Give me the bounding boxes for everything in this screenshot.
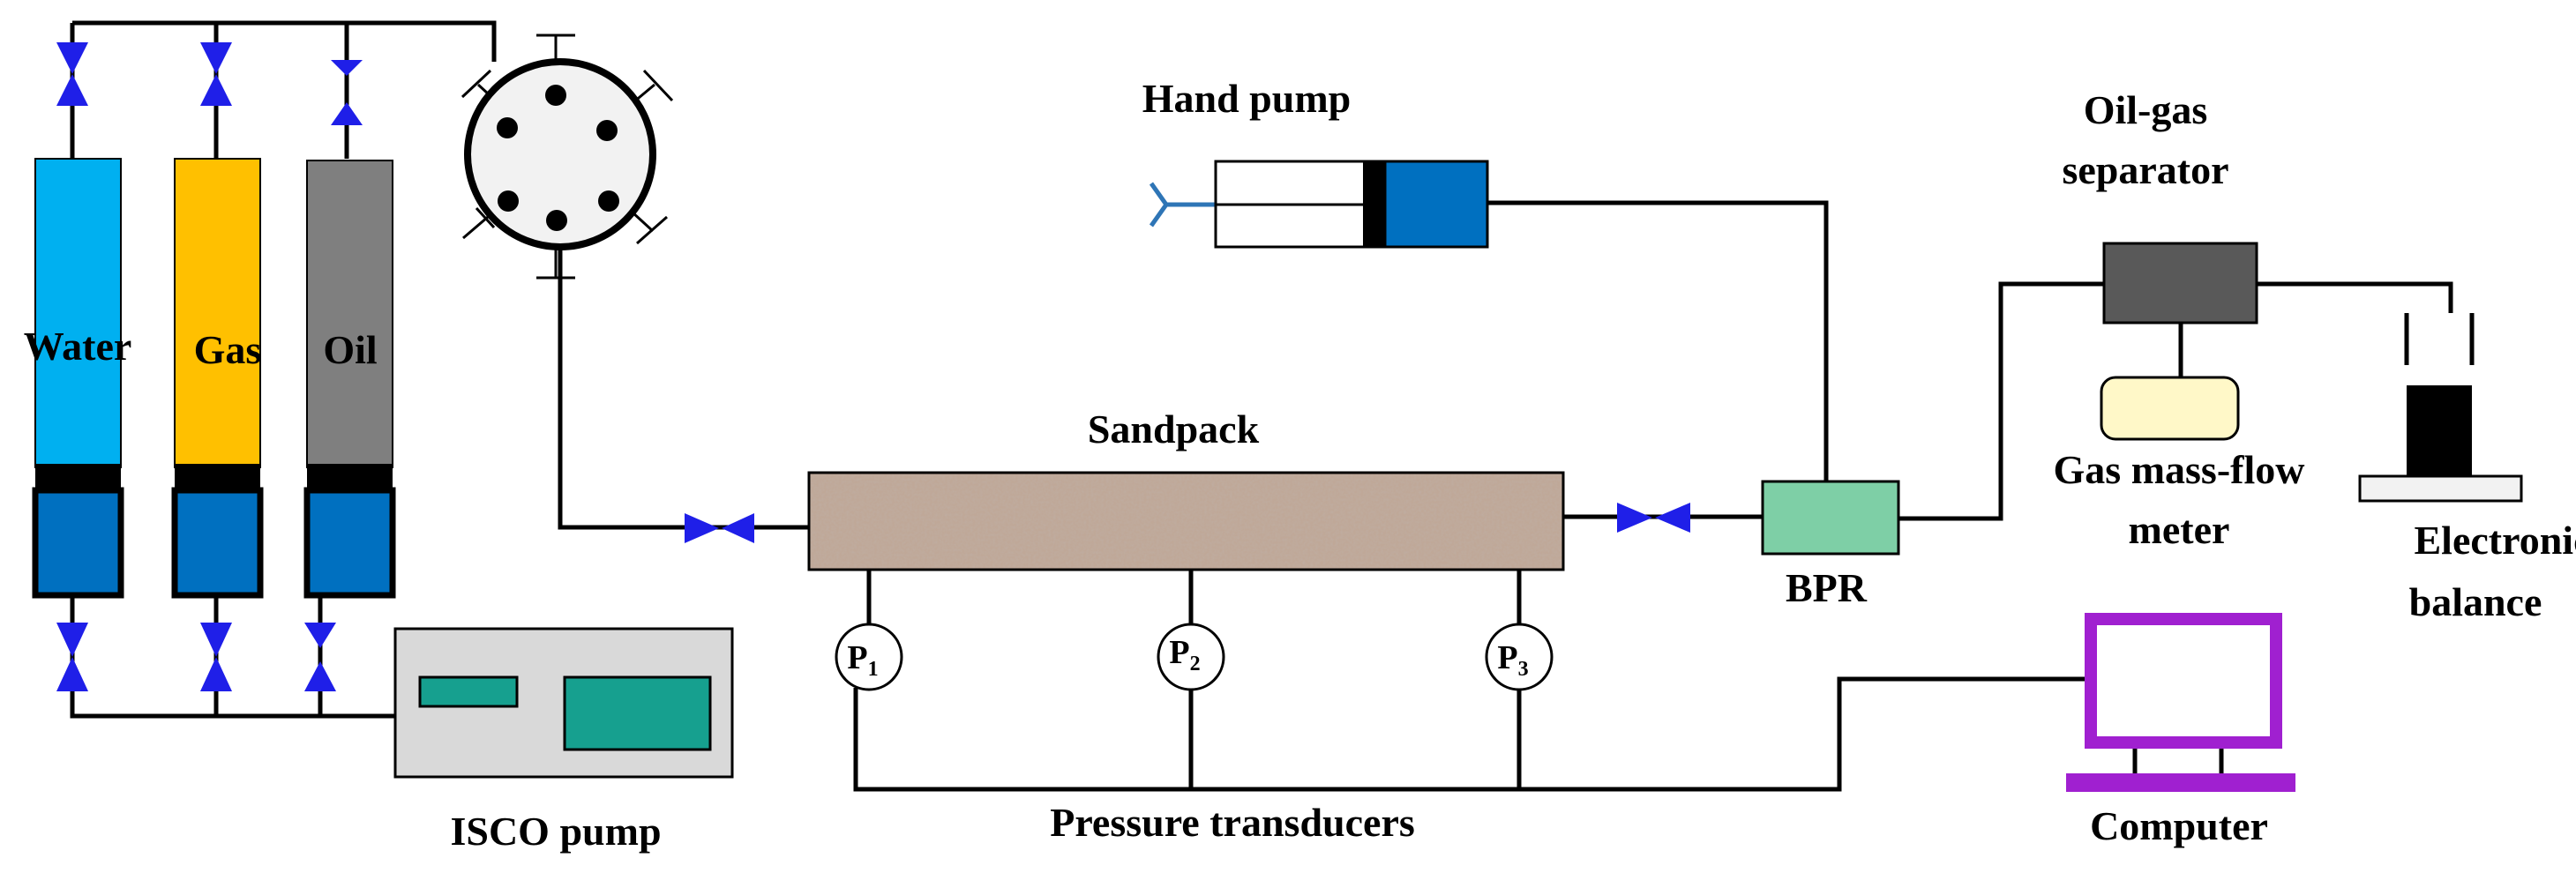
pressure-transducer-p1: P1 — [835, 623, 903, 691]
oil-label: Oil — [323, 327, 377, 372]
gas-bottom-valve[interactable] — [200, 623, 232, 691]
oil-bottom-valve[interactable] — [304, 623, 336, 691]
multiport-port-3 — [596, 120, 618, 141]
isco-pump[interactable]: ISCO pump — [393, 627, 734, 854]
water-cylinder: Water — [24, 158, 132, 599]
multiport-right-lower-stem — [630, 210, 655, 233]
separator-label-line1: Oil-gas — [2084, 87, 2208, 132]
isco-pump-small-display — [418, 675, 519, 708]
gas-piston — [171, 487, 264, 599]
multiport-port-2 — [497, 117, 518, 138]
gas-cylinder: Gas — [171, 158, 264, 599]
sandpack-label: Sandpack — [1088, 407, 1260, 451]
p2-subscript: 2 — [1190, 653, 1201, 675]
multiport-port-4 — [498, 190, 519, 212]
multiport-valve[interactable] — [461, 34, 674, 280]
sandpack-border — [807, 471, 1565, 571]
gas-label: Gas — [194, 327, 262, 372]
balance-label-line2: balance — [2409, 579, 2542, 624]
computer-keyboard — [2066, 773, 2295, 792]
hand-pump[interactable]: Hand pump — [1142, 76, 1489, 249]
water-piston — [32, 487, 124, 599]
bpr-label: BPR — [1786, 565, 1868, 610]
multiport-left-upper-bar — [461, 69, 492, 99]
computer-label: Computer — [2090, 803, 2268, 848]
sandpack-texture — [809, 473, 1563, 570]
balance-label-line1: Electronic — [2415, 518, 2576, 563]
gas-mass-flow-meter: Gas mass-flow meter — [2054, 376, 2305, 552]
oil-cylinder: Oil — [303, 160, 396, 599]
p2-gauge — [1157, 623, 1225, 691]
oil-gas-separator: Oil-gas separator — [2062, 87, 2258, 325]
bpr-body — [1761, 480, 1900, 556]
p1-label: P1 — [847, 639, 878, 681]
hand-pump-pipe — [1487, 200, 1829, 481]
hand-pump-plunger — [1363, 161, 1385, 247]
sandpack: Sandpack — [807, 407, 1565, 571]
inlet-valve[interactable] — [685, 513, 754, 543]
multiport-port-1 — [545, 85, 566, 106]
isco-pump-large-display — [563, 675, 712, 751]
multiport-right-bar — [642, 69, 674, 102]
back-pressure-regulator[interactable]: BPR — [1761, 480, 1900, 610]
gas-meter-label-line1: Gas mass-flow — [2054, 447, 2305, 492]
water-top-valve[interactable] — [56, 42, 88, 106]
p3-gauge — [1485, 623, 1554, 691]
p1-gauge — [835, 623, 903, 691]
hand-pump-handle — [1149, 182, 1216, 228]
computer[interactable]: Computer — [2066, 613, 2295, 848]
gas-top-valve[interactable] — [200, 42, 232, 106]
separator-to-balance-pipe — [2257, 281, 2453, 313]
separator-label-line2: separator — [2062, 147, 2228, 192]
bpr-to-separator-pipe — [1898, 281, 2104, 521]
pressure-transducers-label: Pressure transducers — [1050, 800, 1415, 845]
piping — [70, 20, 2453, 792]
outlet-valve[interactable] — [1617, 503, 1690, 533]
beaker-contents — [2407, 385, 2472, 476]
multiport-right-lower-bar — [636, 215, 668, 245]
p3-subscript: 3 — [1518, 658, 1529, 681]
gas-meter-body — [2100, 376, 2240, 441]
hand-pump-fluid — [1383, 160, 1489, 249]
water-cylinder-body — [34, 158, 122, 468]
gas-cylinder-body — [174, 158, 261, 468]
gas-meter-label-line2: meter — [2129, 507, 2230, 552]
p2-label: P2 — [1169, 634, 1200, 675]
hand-pump-label: Hand pump — [1142, 76, 1352, 121]
oil-top-valve[interactable] — [331, 60, 363, 125]
multiport-port-5 — [546, 210, 567, 231]
valves — [56, 42, 1690, 691]
separator-body — [2102, 242, 2258, 325]
electronic-balance: Electronic balance — [2358, 313, 2576, 624]
top-manifold-pipe — [72, 20, 497, 62]
p1-subscript: 1 — [868, 658, 879, 681]
pressure-transducer-p2: P2 — [1157, 623, 1225, 691]
bottom-manifold-pipe — [70, 595, 395, 719]
p3-label: P3 — [1497, 639, 1528, 681]
balance-platform — [2358, 474, 2523, 503]
computer-monitor — [2085, 613, 2282, 749]
multiport-port-6 — [598, 190, 619, 212]
pressure-transducer-p3: P3 — [1485, 623, 1554, 691]
transducer-bus — [853, 676, 2086, 792]
inlet-pipe — [558, 247, 809, 530]
water-label: Water — [24, 324, 132, 369]
isco-pump-label: ISCO pump — [450, 809, 661, 854]
water-bottom-valve[interactable] — [56, 623, 88, 691]
oil-cylinder-body — [306, 160, 393, 468]
oil-piston — [303, 487, 396, 599]
